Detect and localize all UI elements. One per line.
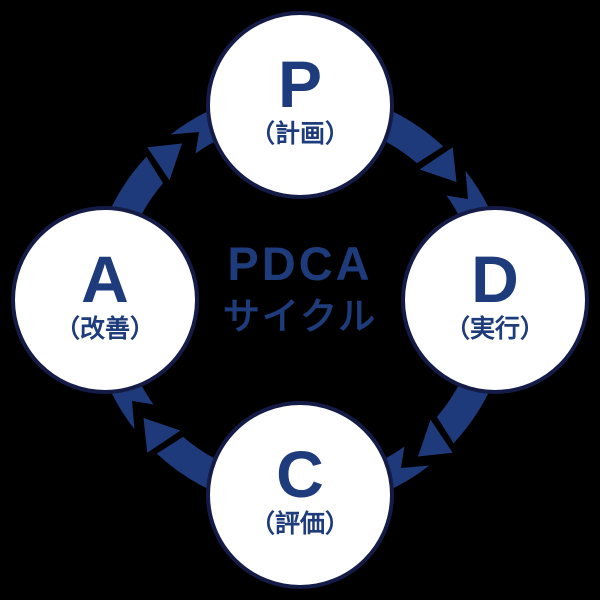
- diagram-title-line1: PDCA: [227, 237, 373, 290]
- node-check: C （評価）: [206, 401, 394, 589]
- node-do: D （実行）: [401, 206, 589, 394]
- node-act-letter: A: [81, 241, 129, 316]
- arrowhead-icon: [147, 143, 182, 181]
- diagram-title-line2: サイクル: [222, 295, 378, 337]
- arrowhead-icon: [418, 419, 453, 457]
- node-plan-label: （計画）: [249, 120, 350, 149]
- diagram-title: PDCA サイクル: [0, 238, 600, 339]
- node-do-letter: D: [471, 241, 519, 316]
- node-act: A （改善）: [11, 206, 199, 394]
- node-plan-letter: P: [277, 46, 323, 121]
- node-plan: P （計画）: [206, 11, 394, 199]
- arrowhead-icon: [143, 418, 181, 453]
- node-do-label: （実行）: [444, 315, 545, 344]
- node-act-label: （改善）: [54, 315, 155, 344]
- arrowhead-icon: [419, 147, 457, 182]
- node-check-letter: C: [276, 436, 324, 511]
- node-check-label: （評価）: [249, 510, 350, 539]
